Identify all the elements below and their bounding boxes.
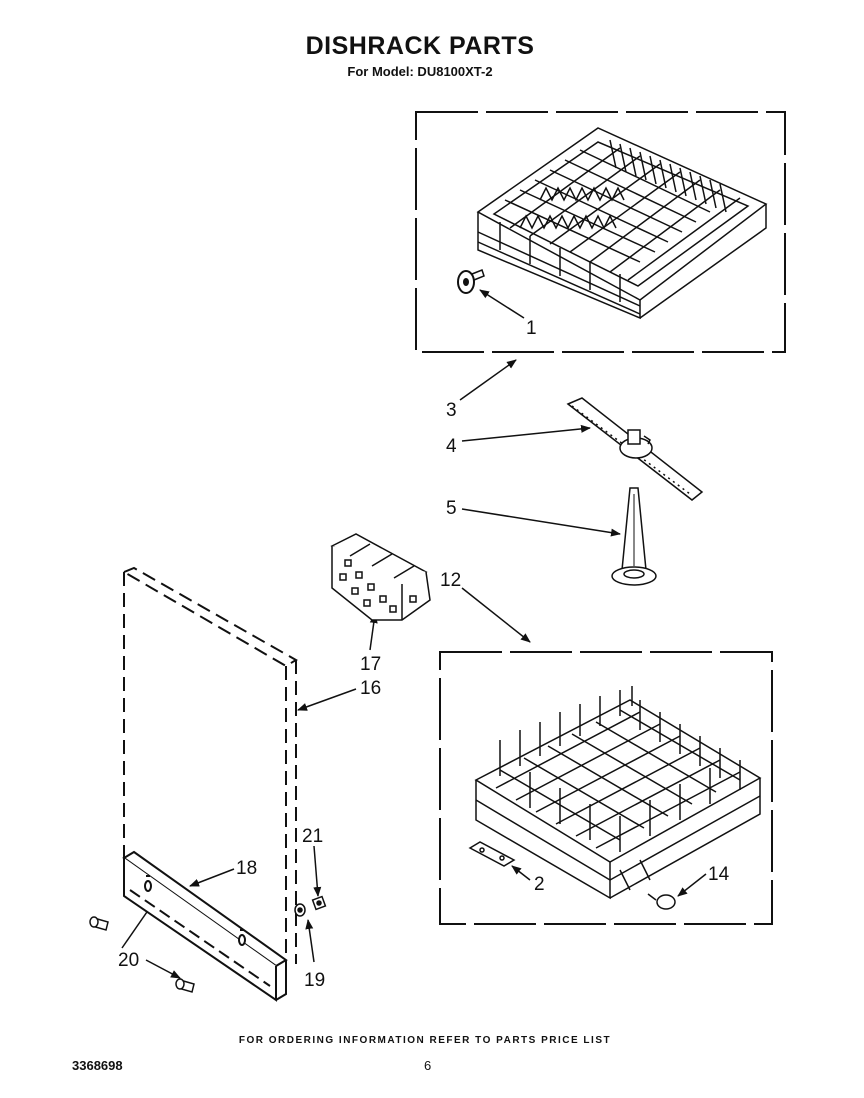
leader-line-14 — [677, 873, 707, 897]
leader-line-19 — [305, 919, 315, 963]
callout-3: 3 — [446, 400, 457, 421]
ordering-note: FOR ORDERING INFORMATION REFER TO PARTS … — [238, 1035, 612, 1046]
endcap-part-illustration — [647, 893, 676, 910]
callout-1: 1 — [526, 318, 537, 339]
callout-14: 14 — [708, 864, 730, 885]
leader-line-5 — [461, 508, 621, 537]
callout-16: 16 — [360, 678, 381, 699]
upper-dishrack-illustration — [476, 127, 768, 320]
leader-line-16 — [297, 688, 357, 711]
panel-trim-illustration — [122, 850, 288, 1002]
clip-part-illustration — [468, 841, 516, 867]
leader-line-18 — [189, 868, 235, 887]
callout-18: 18 — [236, 858, 257, 879]
leader-line-21 — [313, 845, 322, 897]
callout-21: 21 — [302, 826, 323, 847]
silverware-basket-illustration — [330, 533, 431, 621]
callout-17: 17 — [360, 654, 381, 675]
spray-stem-illustration — [611, 487, 657, 586]
leader-line-4 — [461, 424, 591, 442]
lower-dishrack-illustration — [474, 686, 762, 900]
callout-5: 5 — [446, 498, 457, 519]
document-number: 3368698 — [72, 1058, 123, 1073]
callout-4: 4 — [446, 436, 457, 457]
upper-rack-box — [415, 111, 786, 353]
callout-20: 20 — [118, 950, 139, 971]
leader-line-12 — [461, 587, 531, 643]
fastener-illustration — [294, 895, 327, 917]
leader-line-3 — [459, 359, 517, 401]
page-title: DISHRACK PARTS — [305, 32, 535, 60]
callout-12: 12 — [440, 570, 461, 591]
callout-19: 19 — [304, 970, 325, 991]
leader-line-1 — [479, 289, 525, 319]
model-subtitle: For Model: DU8100XT-2 — [347, 64, 493, 79]
spray-arm-illustration — [566, 397, 704, 501]
leader-line-2 — [511, 865, 531, 881]
roller-part-illustration — [457, 269, 485, 294]
callout-2: 2 — [534, 874, 545, 895]
leader-line-20b — [145, 959, 181, 979]
screw-illustration — [89, 916, 195, 993]
page-number: 6 — [424, 1058, 432, 1073]
lower-rack-box — [439, 651, 773, 925]
